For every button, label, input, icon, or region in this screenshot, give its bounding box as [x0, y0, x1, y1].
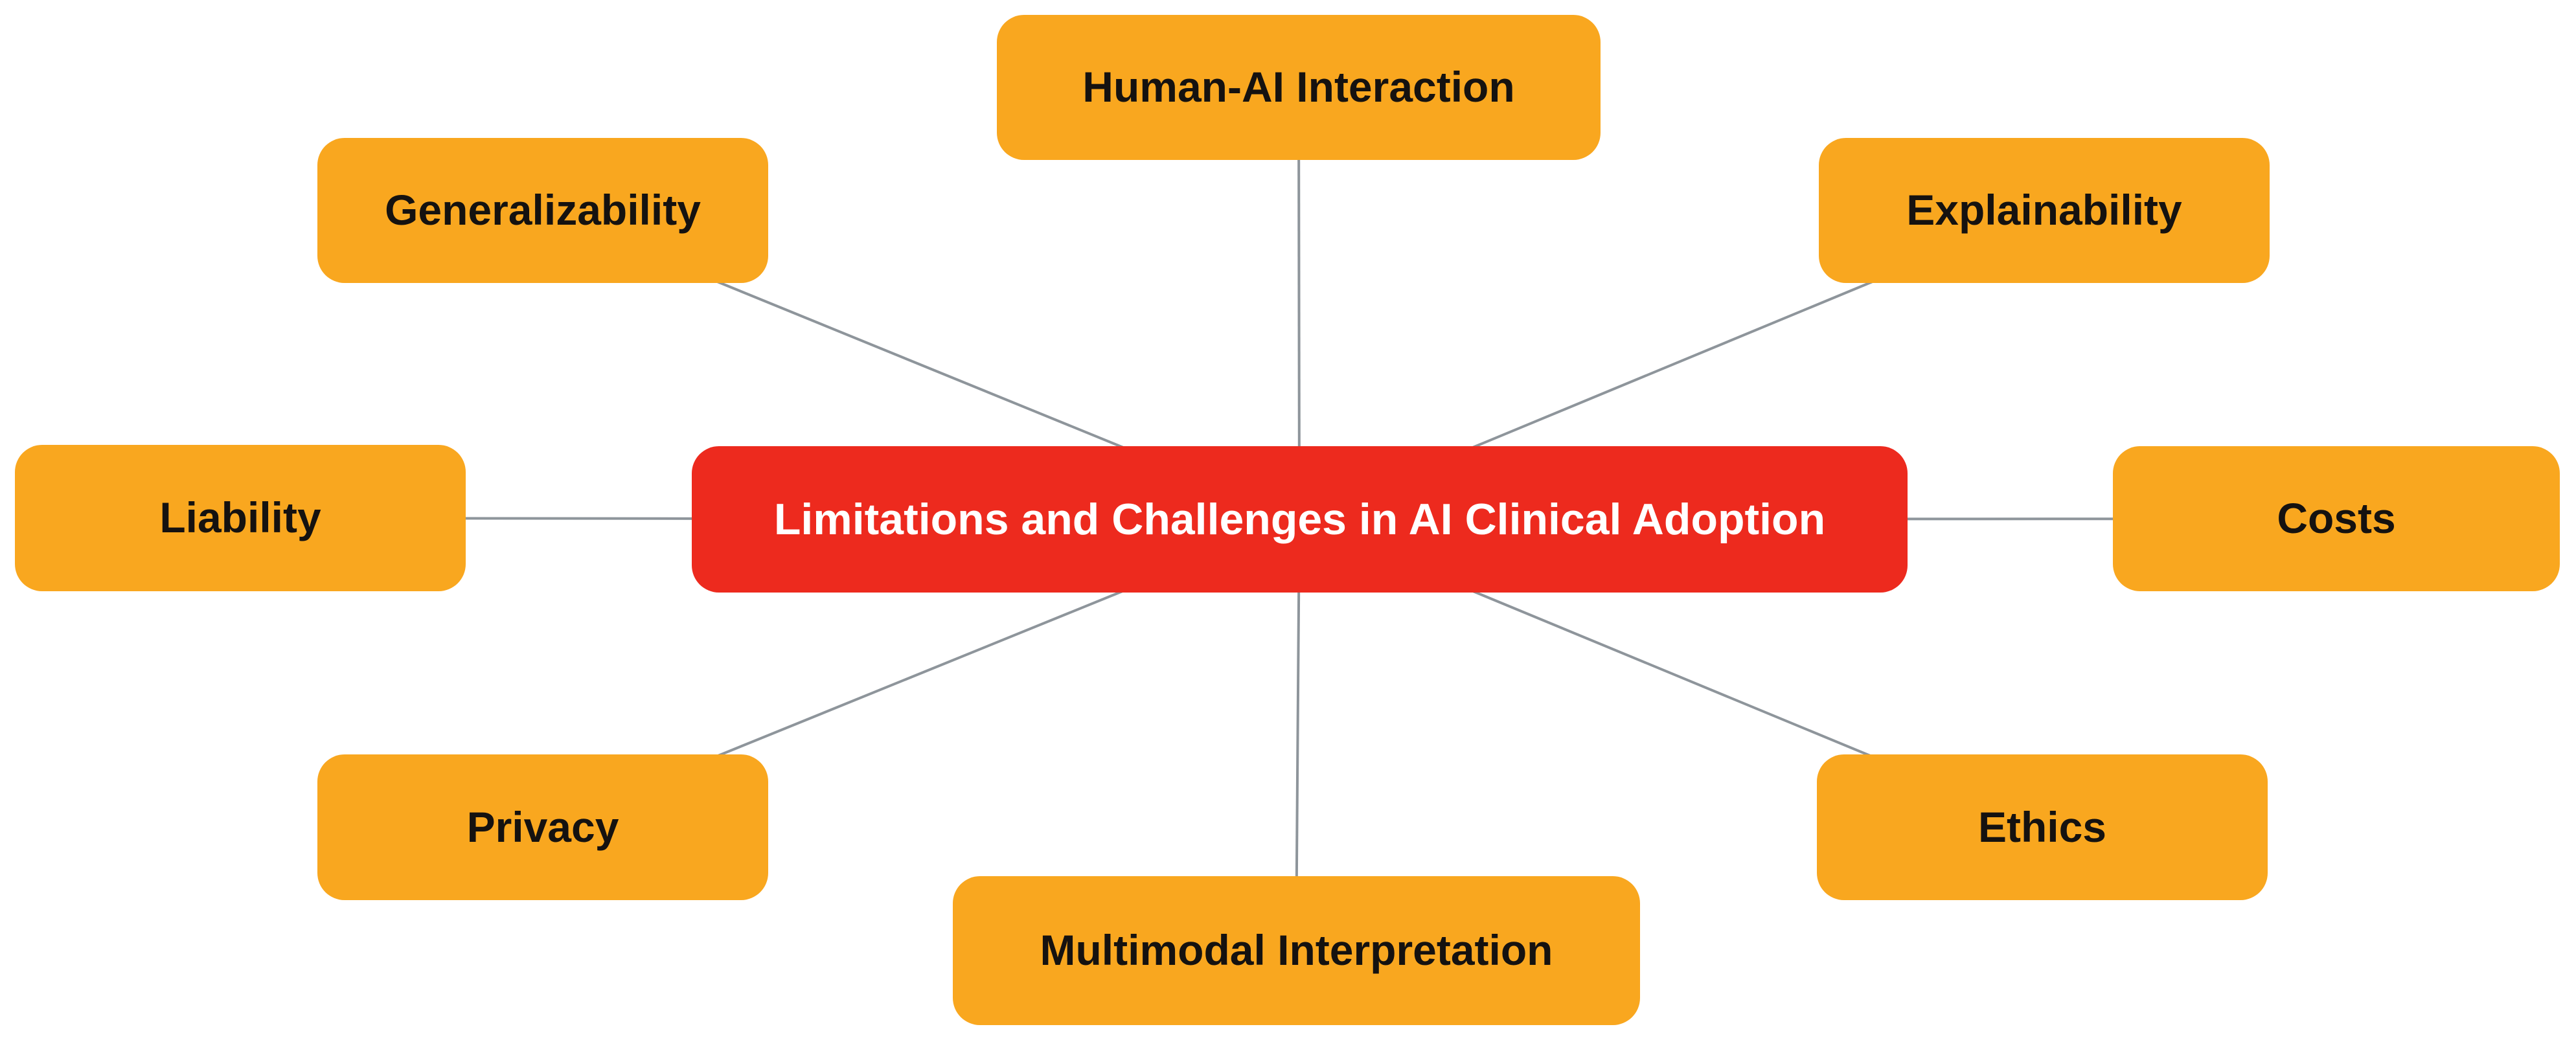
node-privacy: Privacy [317, 754, 768, 900]
node-multimodal-interpretation: Multimodal Interpretation [953, 876, 1640, 1025]
node-label: Generalizability [385, 186, 701, 234]
node-human-ai-interaction: Human-AI Interaction [997, 15, 1601, 160]
node-label: Liability [159, 493, 321, 542]
node-label: Ethics [1978, 802, 2107, 851]
node-ethics: Ethics [1817, 754, 2268, 900]
node-label: Costs [2277, 494, 2396, 543]
node-explainability: Explainability [1819, 138, 2270, 283]
node-label: Explainability [1906, 186, 2182, 234]
central-topic-label: Limitations and Challenges in AI Clinica… [773, 494, 1826, 544]
node-label: Human-AI Interaction [1082, 63, 1515, 111]
node-central-topic: Limitations and Challenges in AI Clinica… [692, 446, 1908, 593]
node-costs: Costs [2113, 446, 2560, 591]
node-generalizability: Generalizability [317, 138, 768, 283]
node-label: Multimodal Interpretation [1040, 926, 1553, 975]
node-liability: Liability [15, 445, 466, 591]
node-label: Privacy [466, 802, 619, 851]
